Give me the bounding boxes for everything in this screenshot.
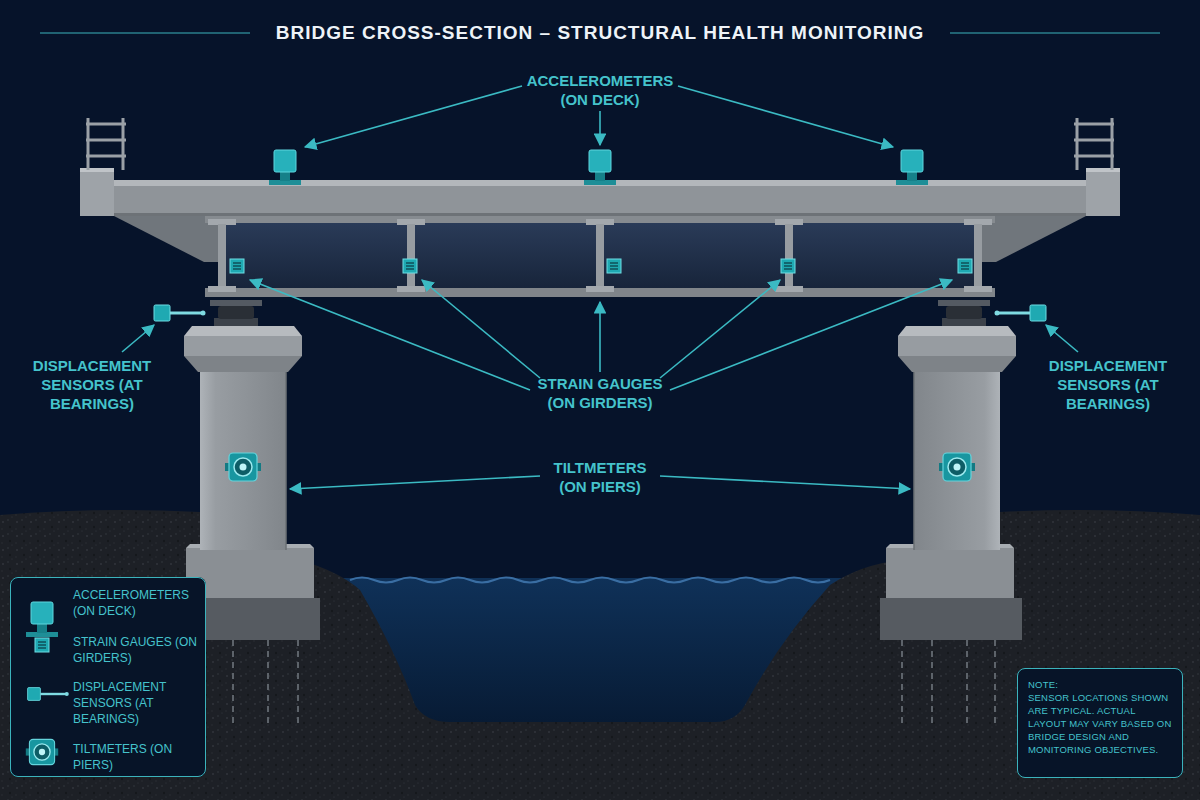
- leader-line: [670, 280, 952, 390]
- displacement-sensor-symbol: [154, 305, 206, 321]
- leader-line: [599, 111, 601, 145]
- railing: [122, 118, 125, 170]
- leader-line: [660, 280, 780, 378]
- accelerometer-symbol: [584, 150, 616, 185]
- strain-gauge-symbol: [403, 259, 417, 273]
- strain-gauge-symbol: [230, 259, 244, 273]
- railing: [86, 139, 126, 142]
- railing: [1074, 123, 1114, 126]
- railing: [1076, 118, 1079, 170]
- callout-label: STRAIN GAUGES (ON GIRDERS): [525, 374, 675, 412]
- title-rule: [40, 32, 250, 33]
- steel-girder: [397, 219, 425, 292]
- callout-label: DISPLACEMENT SENSORS (AT BEARINGS): [1043, 356, 1173, 413]
- legend-background: [10, 577, 206, 777]
- legend-text: ACCELEROMETERS (ON DECK): [73, 588, 189, 618]
- strain-gauge-symbol: [958, 259, 972, 273]
- callout-label: ACCELEROMETERS (ON DECK): [515, 71, 685, 109]
- pier: [880, 300, 1022, 724]
- ground: [0, 510, 1200, 800]
- tiltmeter-symbol: [26, 739, 58, 764]
- tiltmeter-symbol: [939, 453, 975, 481]
- note-text: SENSOR LOCATIONS SHOWN ARE TYPICAL. ACTU…: [1028, 691, 1172, 756]
- callout-label: TILTMETERS (ON PIERS): [540, 458, 660, 496]
- note-box: NOTE:SENSOR LOCATIONS SHOWN ARE TYPICAL.…: [1017, 668, 1183, 778]
- steel-girder: [586, 219, 614, 292]
- legend-item: ACCELEROMETERS (ON DECK): [73, 587, 197, 619]
- deck-slab: [80, 168, 114, 172]
- railing: [87, 118, 90, 170]
- railing: [1074, 139, 1114, 142]
- deck-slab: [1086, 168, 1120, 216]
- deck-slab: [1086, 168, 1120, 172]
- legend-item: DISPLACEMENT SENSORS (AT BEARINGS): [73, 679, 197, 727]
- displacement-sensor-symbol: [995, 305, 1047, 321]
- leader-line: [305, 86, 522, 147]
- callout-label: DISPLACEMENT SENSORS (AT BEARINGS): [27, 356, 157, 413]
- leader-line: [422, 280, 540, 378]
- legend-text: STRAIN GAUGES (ON GIRDERS): [73, 635, 197, 665]
- legend-item: TILTMETERS (ON PIERS): [73, 741, 197, 773]
- legend-box: ACCELEROMETERS (ON DECK) STRAIN GAUGES (O…: [10, 577, 206, 777]
- legend-text: TILTMETERS (ON PIERS): [73, 742, 172, 772]
- deck-slab: [80, 186, 1120, 216]
- leader-line: [599, 302, 601, 372]
- diagram-title: BRIDGE CROSS-SECTION – STRUCTURAL HEALTH…: [0, 20, 1200, 46]
- railing: [1074, 155, 1114, 158]
- title-rule: [950, 32, 1160, 33]
- railing: [86, 155, 126, 158]
- legend-item: STRAIN GAUGES (ON GIRDERS): [73, 634, 197, 666]
- deck-slab: [80, 168, 114, 216]
- tiltmeter-symbol: [225, 453, 261, 481]
- railing: [86, 123, 126, 126]
- railing: [1111, 118, 1114, 170]
- displacement-sensor-symbol: [28, 688, 69, 701]
- legend-text: DISPLACEMENT SENSORS (AT BEARINGS): [73, 680, 166, 726]
- leader-line: [122, 325, 154, 352]
- steel-girder: [208, 219, 236, 292]
- accelerometer-symbol: [269, 150, 301, 185]
- accelerometer-symbol: [896, 150, 928, 185]
- accelerometer-symbol: [26, 602, 58, 637]
- strain-gauge-symbol: [781, 259, 795, 273]
- deck-slab: [80, 213, 1120, 216]
- leader-line: [290, 476, 540, 489]
- leader-line: [122, 86, 1078, 489]
- water-wave: [350, 578, 830, 583]
- leader-line: [660, 476, 910, 489]
- note-text: NOTE:: [1028, 678, 1172, 691]
- leader-line: [678, 86, 893, 147]
- leader-line: [1046, 325, 1078, 352]
- strain-gauge-symbol: [35, 638, 49, 652]
- legend-symbol: [26, 602, 69, 765]
- steel-girder: [964, 219, 992, 292]
- strain-gauge-symbol: [607, 259, 621, 273]
